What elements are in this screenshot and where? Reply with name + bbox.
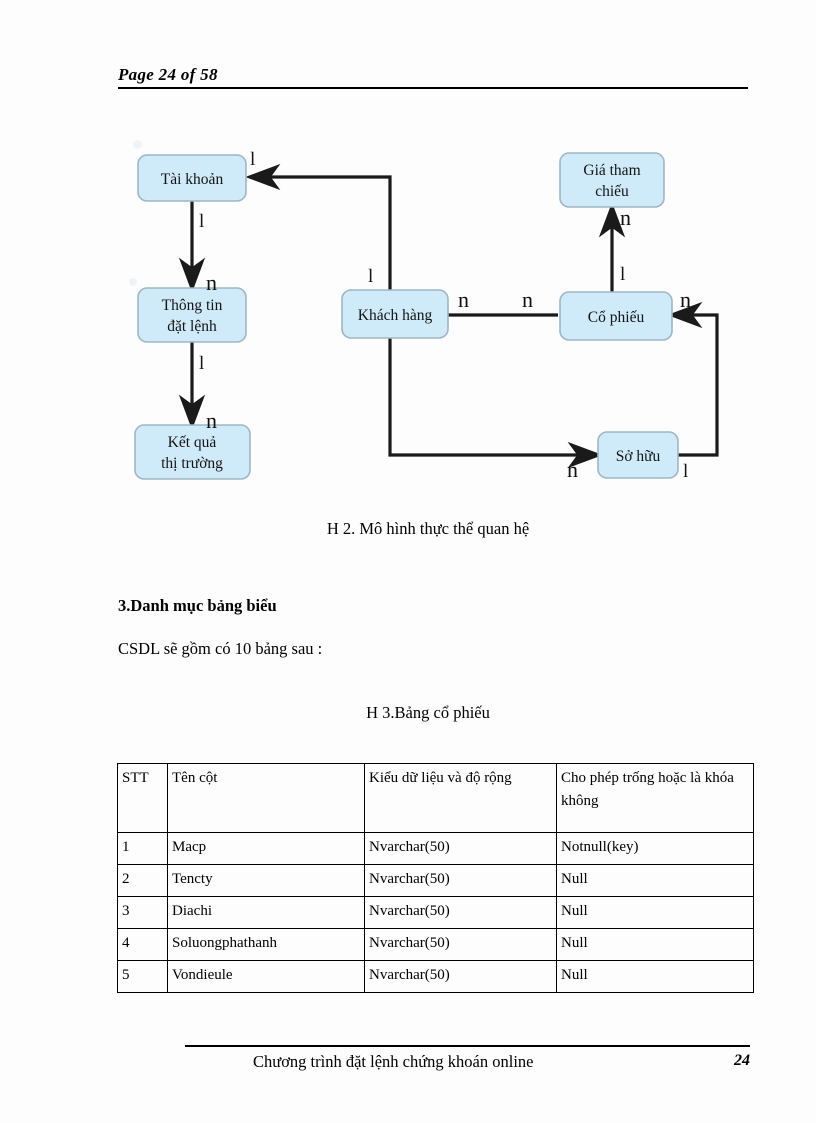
header-text: Tên cột xyxy=(172,770,218,786)
entity-gia-tham-chieu[interactable]: Giá tham chiếu xyxy=(559,152,665,208)
cell-stt: 2 xyxy=(117,864,168,897)
footer-title: Chương trình đặt lệnh chứng khoán online xyxy=(253,1052,534,1071)
entity-tai-khoan[interactable]: Tài khoản xyxy=(137,154,247,202)
table-row: 1 Macp Nvarchar(50) Notnull(key) xyxy=(117,832,754,865)
cell-stt: 1 xyxy=(117,832,168,865)
table-header-nullable: Cho phép trống hoặc là khóa không xyxy=(556,763,754,833)
entity-label-line2: chiếu xyxy=(595,183,629,200)
cell-nullable: Notnull(key) xyxy=(556,832,754,865)
figure-2-caption: H 2. Mô hình thực thể quan hệ xyxy=(326,519,530,538)
cell-column-name: Vondieule xyxy=(167,960,365,993)
table-row: 5 Vondieule Nvarchar(50) Null xyxy=(117,960,754,993)
multiplicity-tai-khoan-out: l xyxy=(199,211,204,232)
multiplicity-tai-khoan-in: l xyxy=(250,149,255,170)
multiplicity-khach-hang-right: n xyxy=(458,287,469,312)
entity-label-line2: đặt lệnh xyxy=(167,318,217,335)
table-header-column-name: Tên cột xyxy=(167,763,365,833)
cell-datatype: Nvarchar(50) xyxy=(364,896,557,929)
header-text: STT xyxy=(122,770,149,786)
cell-nullable: Null xyxy=(556,960,754,993)
entity-label-line1: Kết quả xyxy=(168,434,217,451)
scan-speck xyxy=(129,278,137,286)
table-header-stt: STT xyxy=(117,763,168,833)
entity-thong-tin-dat-lenh[interactable]: Thông tin đặt lệnh xyxy=(137,287,247,343)
entity-khach-hang[interactable]: Khách hàng xyxy=(341,289,449,339)
header-text: Kiểu dữ liệu và độ rộng xyxy=(369,770,512,786)
footer-page-number: 24 xyxy=(734,1052,750,1069)
header-divider xyxy=(118,87,748,89)
cell-nullable: Null xyxy=(556,864,754,897)
edge-khachhang-taikhoan xyxy=(245,163,392,295)
cell-stt: 3 xyxy=(117,896,168,929)
entity-co-phieu[interactable]: Cổ phiếu xyxy=(559,291,673,341)
multiplicity-so-huu-left: n xyxy=(567,457,578,482)
entity-label: Khách hàng xyxy=(358,307,433,324)
cell-column-name: Diachi xyxy=(167,896,365,929)
table-header-datatype: Kiểu dữ liệu và độ rộng xyxy=(364,763,557,833)
scan-speck xyxy=(133,140,142,149)
cell-nullable: Null xyxy=(556,928,754,961)
header-title: Page 24 of 58 xyxy=(118,65,218,84)
spec-table-container: STT Tên cột Kiểu dữ liệu và độ rộng Cho … xyxy=(117,763,754,993)
edge-khachhang-sohuu xyxy=(388,337,603,469)
page-footer: Chương trình đặt lệnh chứng khoán online… xyxy=(185,1045,750,1078)
multiplicity-thong-tin-in: n xyxy=(206,270,217,295)
table-row: 3 Diachi Nvarchar(50) Null xyxy=(117,896,754,929)
table-header-row: STT Tên cột Kiểu dữ liệu và độ rộng Cho … xyxy=(117,763,754,833)
cell-column-name: Macp xyxy=(167,832,365,865)
entity-label: Cổ phiếu xyxy=(588,309,645,326)
multiplicity-co-phieu-up: l xyxy=(620,264,625,285)
entity-label-line1: Giá tham xyxy=(583,162,640,179)
multiplicity-so-huu-right: l xyxy=(683,461,688,482)
cell-stt: 4 xyxy=(117,928,168,961)
co-phieu-spec-table: STT Tên cột Kiểu dữ liệu và độ rộng Cho … xyxy=(117,763,754,993)
entity-label-line1: Thông tin xyxy=(162,297,223,314)
er-diagram: Tài khoản Thông tin đặt lệnh Kết quả thị… xyxy=(110,125,770,505)
header-text: Cho phép trống hoặc là khóa không xyxy=(561,770,734,810)
multiplicity-thong-tin-out: l xyxy=(199,353,204,374)
multiplicity-co-phieu-right: n xyxy=(680,287,691,312)
cell-datatype: Nvarchar(50) xyxy=(364,864,557,897)
entity-label: Sở hữu xyxy=(616,448,661,465)
cell-datatype: Nvarchar(50) xyxy=(364,832,557,865)
section-heading: 3.Danh mục bảng biểu xyxy=(118,596,277,615)
multiplicity-co-phieu-left: n xyxy=(522,287,533,312)
cell-column-name: Soluongphathanh xyxy=(167,928,365,961)
entity-so-huu[interactable]: Sở hữu xyxy=(597,431,679,479)
entity-ket-qua-thi-truong[interactable]: Kết quả thị trường xyxy=(134,424,251,480)
section-intro-text: CSDL sẽ gồm có 10 bảng sau : xyxy=(118,639,323,658)
edge-sohuu-cophieu xyxy=(667,301,719,457)
cell-datatype: Nvarchar(50) xyxy=(364,928,557,961)
multiplicity-ket-qua-in: n xyxy=(206,408,217,433)
cell-datatype: Nvarchar(50) xyxy=(364,960,557,993)
cell-column-name: Tencty xyxy=(167,864,365,897)
multiplicity-gia-tham-in: n xyxy=(620,205,631,230)
entity-label-line2: thị trường xyxy=(161,455,223,472)
page-header: Page 24 of 58 xyxy=(118,66,748,89)
cell-nullable: Null xyxy=(556,896,754,929)
cell-stt: 5 xyxy=(117,960,168,993)
figure-3-caption: H 3.Bảng cổ phiếu xyxy=(366,703,490,722)
entity-label: Tài khoản xyxy=(161,171,224,188)
multiplicity-khach-hang-up: l xyxy=(368,266,373,287)
table-row: 4 Soluongphathanh Nvarchar(50) Null xyxy=(117,928,754,961)
footer-divider xyxy=(185,1045,750,1047)
table-row: 2 Tencty Nvarchar(50) Null xyxy=(117,864,754,897)
